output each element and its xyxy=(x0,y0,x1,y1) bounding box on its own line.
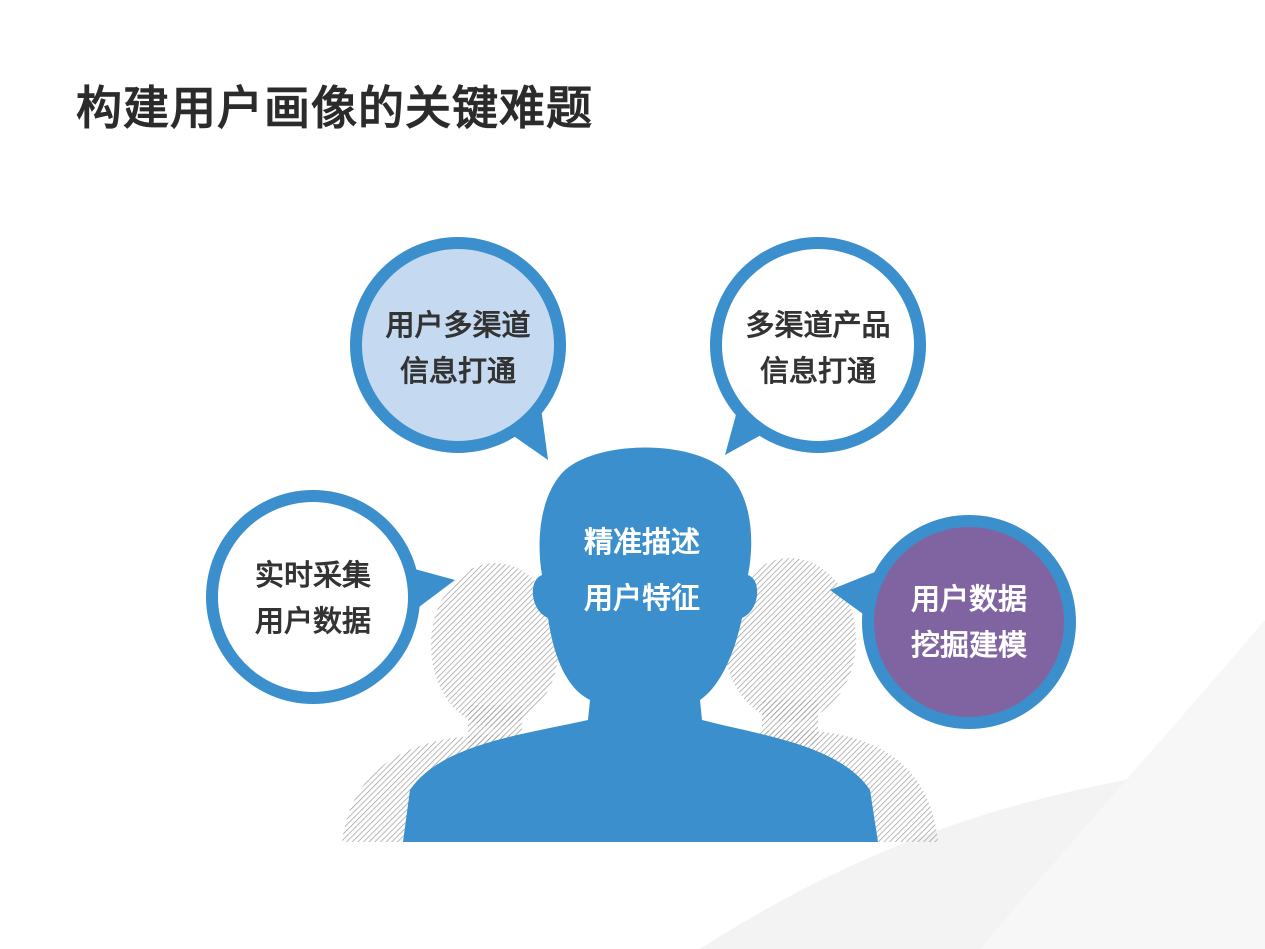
bubble-right xyxy=(830,515,1076,729)
bubble-top-left-line1: 用户多渠道 xyxy=(385,308,531,342)
center-line1: 精准描述 xyxy=(583,525,700,559)
bubble-top-right-line1: 多渠道产品 xyxy=(745,308,891,342)
bubble-top-right xyxy=(710,237,926,455)
page-title: 构建用户画像的关键难题 xyxy=(76,81,593,135)
bubble-right-line1: 用户数据 xyxy=(910,582,1027,616)
bubble-top-left-line2: 信息打通 xyxy=(399,354,516,388)
bubble-right-label: 用户数据 挖掘建模 xyxy=(869,576,1069,668)
bubble-left xyxy=(206,490,455,704)
bubble-left-label: 实时采集 用户数据 xyxy=(213,552,413,644)
central-person-silhouette xyxy=(403,447,878,842)
bubble-left-line2: 用户数据 xyxy=(254,604,371,638)
center-line2: 用户特征 xyxy=(583,581,700,615)
bubble-top-left-label: 用户多渠道 信息打通 xyxy=(358,302,558,394)
bubble-right-line2: 挖掘建模 xyxy=(910,628,1027,662)
bubble-top-right-label: 多渠道产品 信息打通 xyxy=(718,302,918,394)
bubble-top-right-line2: 信息打通 xyxy=(759,354,876,388)
center-label: 精准描述 用户特征 xyxy=(542,514,742,626)
bubble-left-line1: 实时采集 xyxy=(254,558,371,592)
bubble-top-left xyxy=(350,237,566,460)
